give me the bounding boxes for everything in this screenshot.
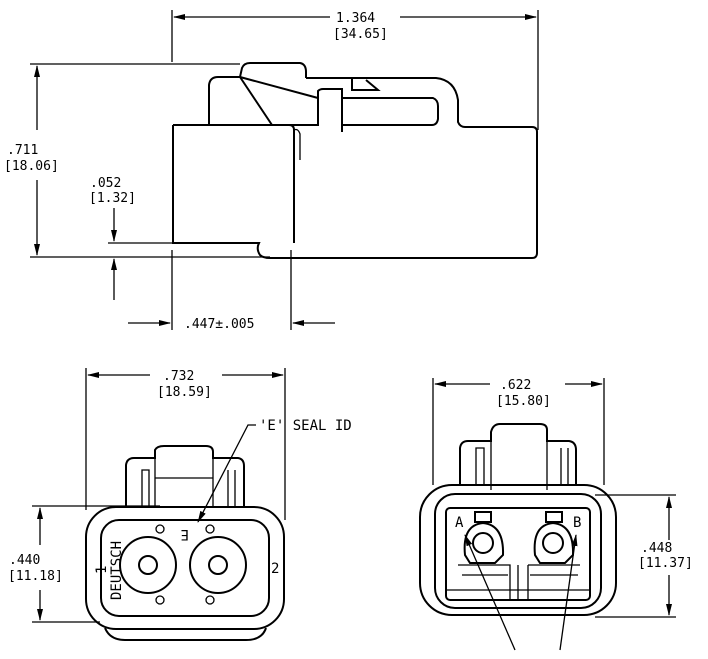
front-width-in-label: .732: [163, 369, 194, 384]
latch-ramp: [239, 76, 273, 126]
rear-view: .622 [15.80] .448 [11.37] A B: [419, 378, 693, 651]
height-mm-label: [18.06]: [4, 159, 59, 174]
connector-side-rear: [173, 124, 295, 243]
insert-length-label: .447±.005: [184, 317, 254, 332]
front-face: [100, 519, 270, 617]
latch-post: [317, 88, 343, 132]
rear-width-in-label: .622: [500, 378, 531, 393]
contact-b: [533, 521, 575, 564]
leader-line-a: [464, 534, 516, 651]
rear-inner-shell: [434, 493, 602, 609]
body-edge: [293, 128, 301, 160]
side-view: 1.364 [34.65] .711 [18.06] .052 [1.32] .…: [4, 10, 539, 332]
latch-base: [272, 98, 319, 126]
rear-height-mm-label: [11.37]: [638, 556, 693, 571]
contact-tab-b: [545, 511, 563, 523]
front-height-mm-label: [11.18]: [8, 569, 63, 584]
rear-outer-shell: [419, 484, 617, 616]
rear-width-mm-label: [15.80]: [496, 394, 551, 409]
cavity-2: [189, 536, 247, 594]
cavity-label-b: B: [573, 515, 581, 531]
length-mm-label: [34.65]: [333, 27, 388, 42]
contact-a-hole: [472, 532, 494, 554]
height-in-label: .711: [7, 143, 38, 158]
pin-hole: [155, 595, 165, 605]
cavity-1: [119, 536, 177, 594]
pin-hole: [155, 524, 165, 534]
latch-detent: [351, 78, 381, 91]
leader-line-b: [559, 534, 578, 651]
latch-window: [342, 97, 439, 126]
front-width-mm-label: [18.59]: [157, 385, 212, 400]
step-mm-label: [1.32]: [89, 191, 136, 206]
cavity-detail: [447, 564, 590, 600]
latch-arm: [239, 76, 319, 99]
seal-id-callout: 'E' SEAL ID: [259, 418, 352, 434]
cavity-label-2: 2: [271, 561, 279, 577]
front-outer-shell: [85, 506, 285, 630]
latch-detail: [141, 458, 236, 507]
front-bottom-lip: [104, 627, 267, 641]
brand-text: DEUTSCH: [109, 541, 125, 600]
front-height-in-label: .440: [9, 553, 40, 568]
contact-tab-a: [474, 511, 492, 523]
step-in-label: .052: [90, 176, 121, 191]
front-view: .732 [18.59] 'E' SEAL ID .440 [11.18] DE…: [8, 368, 352, 641]
pin-hole: [205, 524, 215, 534]
rear-latch: [459, 423, 577, 485]
cavity-label-1: 1: [94, 566, 110, 574]
pin-hole: [205, 595, 215, 605]
cavity-label-a: A: [455, 515, 464, 531]
length-in-label: 1.364: [336, 11, 375, 26]
front-latch: [125, 445, 245, 507]
latch-detail: [475, 441, 569, 490]
cavity-2-contact: [208, 555, 228, 575]
cavity-1-contact: [138, 555, 158, 575]
latch: [208, 62, 307, 125]
contact-a: [463, 521, 505, 564]
seal-leader: [197, 424, 256, 523]
seal-mark: E: [181, 526, 189, 542]
contact-b-hole: [542, 532, 564, 554]
connector-side-body: [172, 77, 538, 259]
rear-height-in-label: .448: [641, 541, 672, 556]
